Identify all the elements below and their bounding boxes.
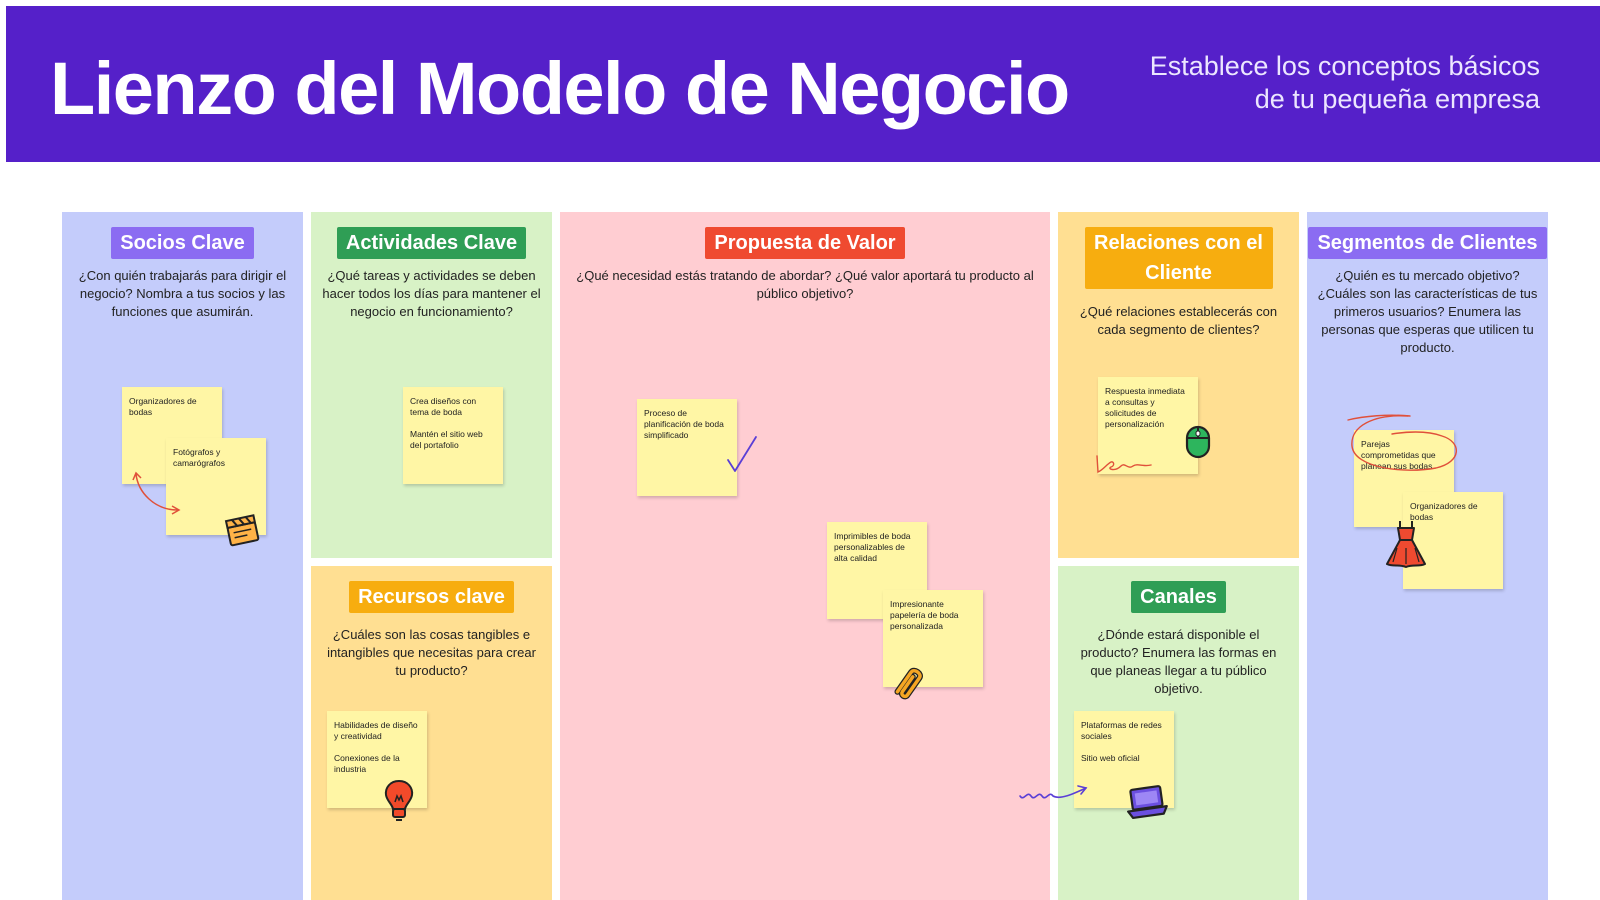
page-title: Lienzo del Modelo de Negocio (50, 47, 1070, 130)
sticky-note[interactable]: Organizadores de bodas (1403, 492, 1503, 589)
section-segmentos-clientes: Segmentos de Clientes ¿Quién es tu merca… (1307, 212, 1548, 900)
section-title-segmentos: Segmentos de Clientes (1308, 227, 1547, 259)
subtitle-line-2: de tu pequeña empresa (1254, 84, 1540, 114)
section-actividades-clave: Actividades Clave ¿Qué tareas y activida… (311, 212, 552, 558)
checkmark-icon (727, 436, 757, 472)
curved-arrow-icon (132, 471, 181, 515)
signature-scribble-icon (1096, 455, 1152, 474)
note-text: Fotógrafos y camarógrafos (173, 447, 225, 468)
section-question-recursos: ¿Cuáles son las cosas tangibles e intang… (327, 627, 536, 678)
clapperboard-icon (224, 514, 260, 547)
paperclip-icon (894, 667, 923, 700)
dress-icon (1386, 521, 1426, 568)
note-text: Proceso de planificación de boda simplif… (644, 408, 724, 440)
section-socios-clave: Socios Clave ¿Con quién trabajarás para … (62, 212, 303, 900)
subtitle-line-1: Establece los conceptos básicos (1149, 51, 1540, 81)
mouse-icon (1185, 425, 1211, 459)
note-text: Conexiones de la industria (334, 753, 400, 774)
section-recursos-clave: Recursos clave ¿Cuáles son las cosas tan… (311, 566, 552, 900)
note-text: Parejas comprometidas que planean sus bo… (1361, 439, 1436, 471)
section-title-canales: Canales (1131, 581, 1226, 613)
section-question-socios: ¿Con quién trabajarás para dirigir el ne… (78, 268, 287, 319)
sticky-note[interactable]: Crea diseños con tema de boda Mantén el … (403, 387, 503, 484)
sticky-note[interactable]: Proceso de planificación de boda simplif… (637, 399, 737, 496)
note-text: Plataformas de redes sociales (1081, 720, 1162, 741)
section-propuesta-de-valor: Propuesta de Valor ¿Qué necesidad estás … (560, 212, 1050, 900)
laptop-icon (1127, 785, 1168, 820)
section-question-relaciones: ¿Qué relaciones establecerás con cada se… (1079, 304, 1278, 337)
section-question-actividades: ¿Qué tareas y actividades se deben hacer… (322, 268, 541, 319)
note-text: Crea diseños con tema de boda (410, 396, 477, 417)
section-question-canales: ¿Dónde estará disponible el producto? En… (1080, 627, 1277, 696)
section-relaciones-cliente: Relaciones con el Cliente ¿Qué relacione… (1058, 212, 1299, 558)
section-title-propuesta: Propuesta de Valor (705, 227, 905, 259)
sticky-note[interactable]: Respuesta inmediata a consultas y solici… (1098, 377, 1198, 474)
section-title-recursos: Recursos clave (349, 581, 514, 613)
note-text: Organizadores de bodas (1410, 501, 1478, 522)
note-text: Sitio web oficial (1081, 753, 1140, 763)
section-title-actividades: Actividades Clave (336, 227, 527, 259)
section-question-segmentos: ¿Quién es tu mercado objetivo? ¿Cuáles s… (1317, 268, 1538, 355)
note-text: Impresionante papelería de boda personal… (890, 599, 959, 631)
note-text: Mantén el sitio web del portafolio (410, 429, 483, 450)
section-question-propuesta: ¿Qué necesidad estás tratando de abordar… (576, 268, 1034, 301)
note-text: Habilidades de diseño y creatividad (334, 720, 418, 741)
section-canales: Canales ¿Dónde estará disponible el prod… (1058, 566, 1299, 900)
page-subtitle: Establece los conceptos básicos de tu pe… (1150, 50, 1540, 116)
section-title-relaciones: Relaciones con el Cliente (1084, 227, 1273, 289)
note-text: Organizadores de bodas (129, 396, 197, 417)
header-banner: Lienzo del Modelo de Negocio Establece l… (6, 6, 1600, 162)
note-text: Respuesta inmediata a consultas y solici… (1105, 386, 1185, 429)
sticky-note[interactable]: Impresionante papelería de boda personal… (883, 590, 983, 687)
hand-drawn-circle-icon (1347, 414, 1457, 471)
lightbulb-icon (384, 779, 414, 821)
note-text: Imprimibles de boda personalizables de a… (834, 531, 911, 563)
section-title-socios: Socios Clave (111, 227, 254, 259)
squiggle-arrow-icon (1019, 785, 1088, 799)
